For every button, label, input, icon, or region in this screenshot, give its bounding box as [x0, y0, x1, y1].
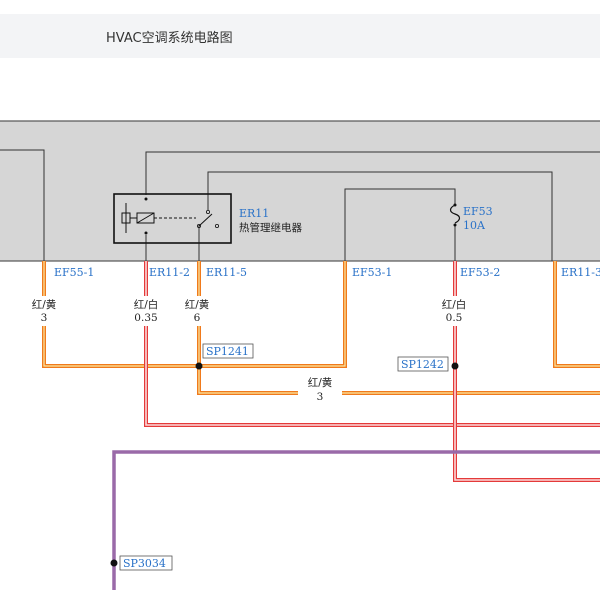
wire-red-yellow-er11-3 [553, 261, 600, 368]
wire-purple [112, 450, 600, 590]
splice-dot [195, 362, 203, 370]
pin-er11-2: ER11-2 [149, 266, 190, 279]
splice-dot [110, 559, 118, 567]
relay-name: 热管理继电器 [239, 221, 302, 234]
splice-label: SP3034 [123, 557, 166, 570]
relay-symbol [113, 193, 232, 244]
pin-er11-3: ER11-3 [561, 266, 600, 279]
pin-ef53-2: EF53-2 [460, 266, 500, 279]
pin-er11-5: ER11-5 [206, 266, 247, 279]
wire-red-yellow-er11-5 [197, 261, 600, 395]
wire-red-white-ef53-2 [453, 261, 600, 482]
wire-label-gauge: 3 [317, 391, 324, 403]
splice-label: SP1241 [206, 345, 249, 358]
page-title: HVAC空调系统电路图 [106, 31, 233, 46]
wire-label-color: 红/黄 [32, 298, 57, 311]
fuse-symbol [449, 204, 461, 224]
splice-dot [451, 362, 459, 370]
wire-red-white-er11-2 [144, 261, 600, 427]
wire-label-gauge: 0.35 [134, 312, 157, 324]
wire-label-color: 红/黄 [185, 298, 210, 311]
wire-label-color: 红/白 [134, 298, 159, 311]
wire-label-color: 红/黄 [308, 376, 333, 389]
pin-ef55-1: EF55-1 [54, 266, 94, 279]
wire-label-gauge: 3 [41, 312, 48, 324]
wire-label-gauge: 6 [194, 312, 201, 324]
splice-label: SP1242 [401, 358, 444, 371]
wire-label-color: 红/白 [442, 298, 467, 311]
fuse-rating: 10A [463, 219, 486, 232]
fuse-box-module [0, 120, 600, 262]
pin-ef53-1: EF53-1 [352, 266, 392, 279]
title-bar: HVAC空调系统电路图 [0, 14, 600, 58]
relay-id: ER11 [239, 207, 269, 220]
wire-label-gauge: 0.5 [446, 312, 463, 324]
fuse-id: EF53 [463, 205, 493, 218]
